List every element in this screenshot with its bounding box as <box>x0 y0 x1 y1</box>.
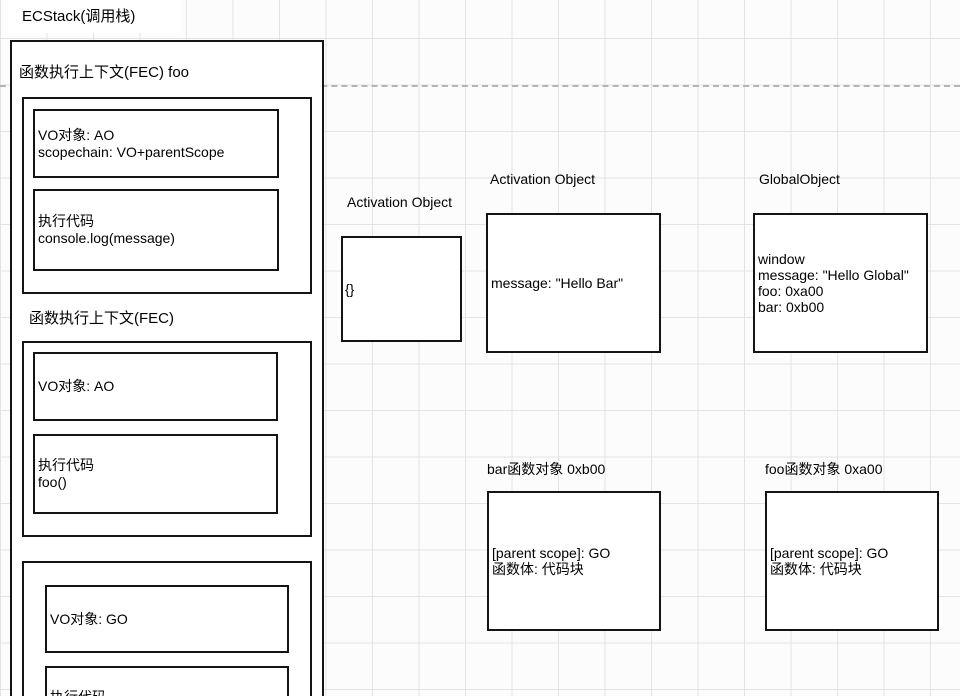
foo-function-box[interactable]: [parent scope]: GO 函数体: 代码块 <box>765 491 939 631</box>
ecstack-title-backing <box>8 0 182 33</box>
fec-label[interactable]: 函数执行上下文(FEC) <box>29 310 174 327</box>
foo-function-label[interactable]: foo函数对象 0xa00 <box>765 461 883 477</box>
window-text: window <box>758 251 805 267</box>
empty-object-text: {} <box>345 281 355 297</box>
gec-code-box[interactable]: 执行代码 <box>45 666 289 696</box>
fec-code-box[interactable]: 执行代码 foo() <box>33 434 278 514</box>
gec-vo-box[interactable]: VO对象: GO <box>45 585 289 653</box>
activation-object-foo-label[interactable]: Activation Object <box>347 194 453 210</box>
code-label-text: 执行代码 <box>38 213 94 229</box>
code-label-text: 执行代码 <box>38 457 94 473</box>
fec-foo-vo-box[interactable]: VO对象: AO scopechain: VO+parentScope <box>33 109 279 178</box>
fec-vo-box[interactable]: VO对象: AO <box>33 352 278 421</box>
code-text: foo() <box>38 474 67 490</box>
function-body-text: 函数体: 代码块 <box>770 561 862 577</box>
parent-scope-text: [parent scope]: GO <box>770 545 889 561</box>
scopechain-text: scopechain: VO+parentScope <box>38 143 225 160</box>
activation-object-foo-box[interactable]: {} <box>341 236 462 342</box>
vo-text: VO对象: AO <box>38 126 115 143</box>
parent-scope-text: [parent scope]: GO <box>492 545 611 561</box>
global-object-box[interactable]: window message: "Hello Global" foo: 0xa0… <box>753 213 928 353</box>
function-body-text: 函数体: 代码块 <box>492 561 584 577</box>
ecstack-title[interactable]: ECStack(调用栈) <box>22 8 136 25</box>
bar-function-box[interactable]: [parent scope]: GO 函数体: 代码块 <box>487 491 661 631</box>
global-object-label[interactable]: GlobalObject <box>759 171 840 187</box>
bar-ref-text: bar: 0xb00 <box>758 299 825 315</box>
fec-foo-code-box[interactable]: 执行代码 console.log(message) <box>33 189 279 271</box>
vo-text: VO对象: GO <box>50 610 128 627</box>
code-label-text: 执行代码 <box>50 689 287 696</box>
fec-foo-label[interactable]: 函数执行上下文(FEC) foo <box>19 64 190 81</box>
activation-object-bar-box[interactable]: message: "Hello Bar" <box>486 213 661 353</box>
foo-ref-text: foo: 0xa00 <box>758 283 824 299</box>
bar-function-label[interactable]: bar函数对象 0xb00 <box>487 461 606 477</box>
message-text: message: "Hello Bar" <box>491 275 624 291</box>
page-boundary-dashed-line <box>0 85 960 87</box>
activation-object-bar-label[interactable]: Activation Object <box>490 171 596 187</box>
code-text: console.log(message) <box>38 230 175 246</box>
message-text: message: "Hello Global" <box>758 267 909 283</box>
vo-text: VO对象: AO <box>38 378 115 394</box>
